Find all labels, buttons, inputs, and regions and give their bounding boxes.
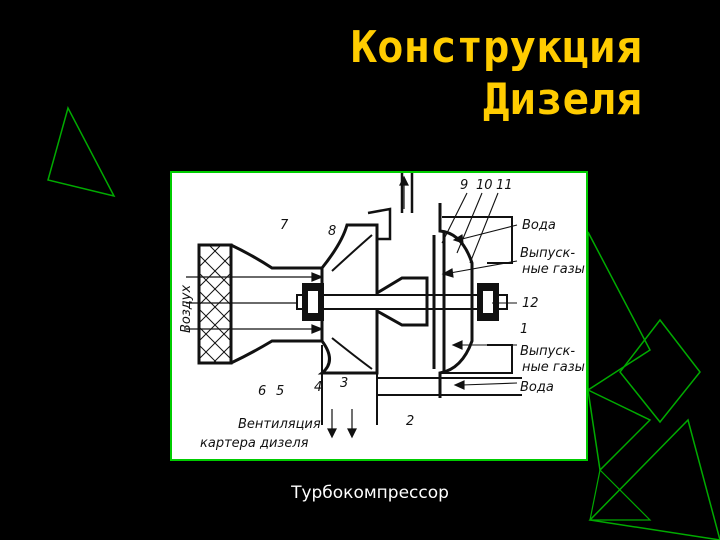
label-water-top: Вода [522,218,556,233]
label-exhaust-bottom-1: Выпуск- [520,344,575,359]
leader-lines [441,192,518,390]
title-line-2: Дизеля [483,74,642,125]
central-body [376,276,429,327]
deco-triangle-left [47,105,116,198]
air-flow-arrows [186,272,324,334]
label-ventilation-2: картера дизеля [200,436,309,451]
deco-triangle-bottom-2 [589,468,652,521]
deco-triangle-bottom [588,418,720,540]
callout-9: 9 [460,178,468,193]
turbine-wheel [432,231,446,373]
label-air: Воздух [179,285,194,333]
label-exhaust-top-2: ные газы [522,262,585,277]
callout-7: 7 [280,218,289,233]
callout-5: 5 [276,384,284,399]
flow-arrows-vertical [327,175,409,439]
turbine-housing [438,203,474,398]
callout-6: 6 [258,384,266,399]
air-filter [197,243,233,365]
deco-diamond-right [619,318,701,424]
callout-11: 11 [496,178,513,193]
turbocharger-figure: 9 10 11 7 8 12 1 6 5 4 3 2 Вода Выпуск- … [170,171,588,461]
turbocharger-diagram: 9 10 11 7 8 12 1 6 5 4 3 2 Вода Выпуск- … [179,173,585,451]
label-exhaust-bottom-2: ные газы [522,360,585,375]
callout-8: 8 [328,224,336,239]
rotor-shaft [296,294,508,310]
figure-caption: Турбокомпрессор [291,483,449,503]
callout-10: 10 [476,178,493,193]
callout-2: 2 [406,414,414,429]
compressor-wheel [331,234,373,370]
label-ventilation-1: Вентиляция [238,417,321,432]
callout-3: 3 [340,376,348,391]
callout-4: 4 [314,380,322,395]
title-line-1: Конструкция [350,22,642,73]
deco-triangle-right-2 [587,388,652,472]
label-exhaust-top-1: Выпуск- [520,246,575,261]
callout-1: 1 [520,322,528,337]
slide-title: Конструкция Дизеля [351,22,642,126]
deco-triangle-right-1 [587,231,651,392]
callout-12: 12 [522,296,539,311]
label-water-bottom: Вода [520,380,554,395]
bottom-pipe [321,345,522,425]
